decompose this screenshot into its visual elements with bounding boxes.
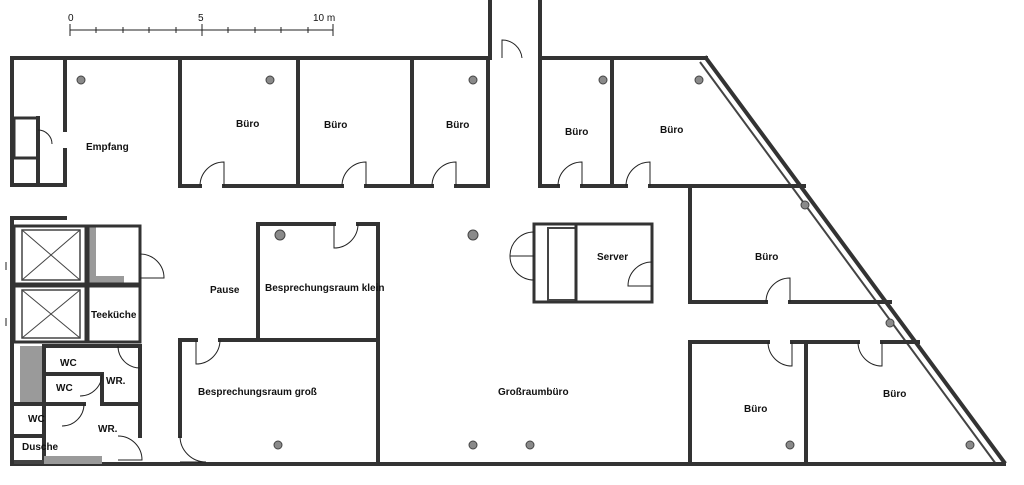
room-label-grossraum: Großraumbüro: [498, 387, 569, 398]
scale-tick-5: 5: [198, 13, 204, 24]
right-middle-office: [688, 184, 892, 304]
upper-offices: [178, 39, 523, 188]
room-label-buero-7: Büro: [744, 404, 767, 415]
meeting-room-large-walls: [178, 338, 380, 466]
room-label-dusche: Dusche: [22, 442, 59, 453]
room-label-teekueche: Teeküche: [91, 310, 137, 321]
fixture: [885, 318, 895, 328]
meeting-room-small-walls: [256, 222, 380, 342]
room-label-wc-3: WC: [28, 414, 45, 425]
fixture: [525, 440, 535, 450]
ceiling-fixtures: [76, 75, 975, 450]
fixture: [965, 440, 975, 450]
fixture: [468, 75, 478, 85]
room-labels: Empfang Büro Büro Büro Büro Büro Server …: [22, 119, 906, 453]
fixture: [468, 440, 478, 450]
fixture: [467, 229, 479, 241]
room-label-buero-2: Büro: [324, 120, 347, 131]
room-label-wc-1: WC: [60, 358, 77, 369]
fixture: [694, 75, 704, 85]
room-label-buero-1: Büro: [236, 119, 259, 130]
entrance-vestibule: [10, 56, 67, 220]
upper-right-offices: [538, 56, 806, 188]
core-left: [5, 224, 165, 344]
fixture: [785, 440, 795, 450]
scale-bar: 0 5 10 m: [68, 13, 335, 36]
room-label-server: Server: [597, 252, 628, 263]
scale-tick-10: 10 m: [313, 13, 335, 24]
scale-tick-0: 0: [68, 13, 74, 24]
room-label-buero-6: Büro: [755, 252, 778, 263]
room-label-wr-1: WR.: [106, 376, 126, 387]
room-label-besprechung-klein: Besprechungsraum klein: [265, 283, 384, 294]
server-room: [509, 222, 654, 304]
fixture: [274, 229, 286, 241]
sanitary-block: [12, 344, 143, 466]
fixture: [800, 200, 810, 210]
room-label-wc-2: WC: [56, 383, 73, 394]
fixture: [76, 75, 86, 85]
lower-right-offices: [688, 340, 920, 466]
room-label-pause: Pause: [210, 285, 240, 296]
fixture: [265, 75, 275, 85]
room-label-buero-3: Büro: [446, 120, 469, 131]
room-label-wr-2: WR.: [98, 424, 118, 435]
fixture: [273, 440, 283, 450]
room-label-buero-5: Büro: [660, 125, 683, 136]
room-label-buero-4: Büro: [565, 127, 588, 138]
fixture: [598, 75, 608, 85]
room-label-buero-8: Büro: [883, 389, 906, 400]
room-label-besprechung-gross: Besprechungsraum groß: [198, 387, 317, 398]
room-label-empfang: Empfang: [86, 142, 129, 153]
